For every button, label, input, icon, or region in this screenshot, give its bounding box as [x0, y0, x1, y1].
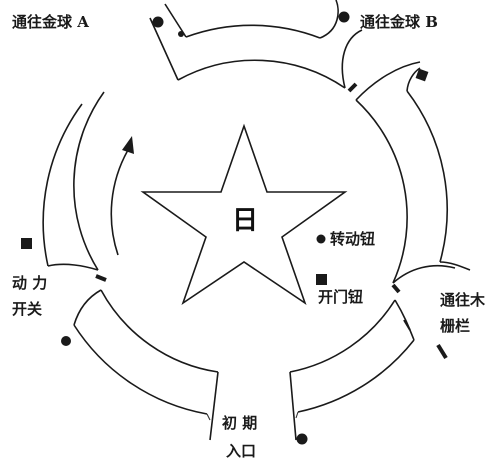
- corridor-fence-bottom: [394, 299, 415, 341]
- dot-ball-a-gate: [178, 31, 184, 37]
- square-ball-b-gate[interactable]: [415, 68, 429, 82]
- fence-post-icon: [436, 343, 448, 360]
- corridor-b-lower: [355, 61, 421, 101]
- label-open-door-button: 开门钮: [318, 288, 363, 306]
- corridor-a-left: [149, 17, 179, 81]
- dot-entrance[interactable]: [296, 433, 308, 445]
- gate-b: [347, 82, 358, 93]
- label-to-fence-line1: 通往木: [440, 291, 486, 309]
- inner-wall-bottom-right: [289, 299, 396, 373]
- corridor-entrance-right: [289, 371, 297, 441]
- label-power-line2: 开关: [12, 300, 42, 318]
- inner-ring: [73, 59, 408, 373]
- labels: 通往金球 A 通往金球 B 通往木 栅栏 动 力 开关 转动钮 开门钮 初 期 …: [12, 13, 486, 460]
- corridor-power-top: [47, 263, 99, 271]
- center-glyph: 日: [232, 206, 258, 236]
- gate-fence: [391, 283, 401, 294]
- outer-ring: [42, 24, 448, 415]
- fence-gate-tick: [403, 319, 411, 331]
- square-open-door[interactable]: [316, 274, 327, 285]
- corridor-fence-top: [392, 264, 456, 284]
- label-rotate-button: 转动钮: [330, 230, 375, 248]
- corridor-power-bottom: [73, 289, 102, 326]
- label-power-line1: 动 力: [12, 274, 47, 292]
- corridor-entrance-left: [209, 371, 219, 441]
- corridor-b-left: [319, 0, 339, 39]
- corridor-entrance-join-right: [295, 411, 299, 419]
- inner-wall-bottom-left: [100, 289, 219, 373]
- dot-rotate[interactable]: [316, 234, 326, 244]
- inner-wall-top: [177, 59, 346, 89]
- inner-wall-left: [73, 91, 105, 271]
- dot-power-gate[interactable]: [61, 336, 71, 346]
- dot-ball-a[interactable]: [152, 16, 164, 28]
- corridor-b-edge: [406, 67, 421, 92]
- arrowhead-icon: [122, 136, 134, 154]
- outer-wall-right-upper: [406, 90, 448, 263]
- rotation-arrow: [110, 136, 134, 256]
- label-to-ball-b: 通往金球 B: [360, 13, 438, 31]
- corridor-entrance-join-left: [206, 413, 211, 421]
- markers: [21, 11, 448, 445]
- inner-wall-right: [355, 99, 408, 284]
- square-power[interactable]: [21, 238, 32, 249]
- outer-wall-right-lower: [297, 339, 415, 413]
- outer-wall-left-lower: [73, 324, 208, 415]
- corridor-fence-outer: [439, 261, 471, 271]
- label-to-fence-line2: 栅栏: [440, 317, 470, 335]
- label-entrance-line1: 初 期: [222, 414, 257, 432]
- dot-ball-b[interactable]: [338, 11, 350, 23]
- center-star: [140, 123, 348, 306]
- label-entrance-line2: 入口: [226, 442, 256, 460]
- label-to-ball-a: 通往金球 A: [12, 13, 89, 31]
- corridor-b-inner: [341, 29, 363, 89]
- outer-wall-top: [185, 24, 321, 39]
- gate-power: [95, 274, 107, 282]
- outer-wall-left-upper: [42, 103, 83, 267]
